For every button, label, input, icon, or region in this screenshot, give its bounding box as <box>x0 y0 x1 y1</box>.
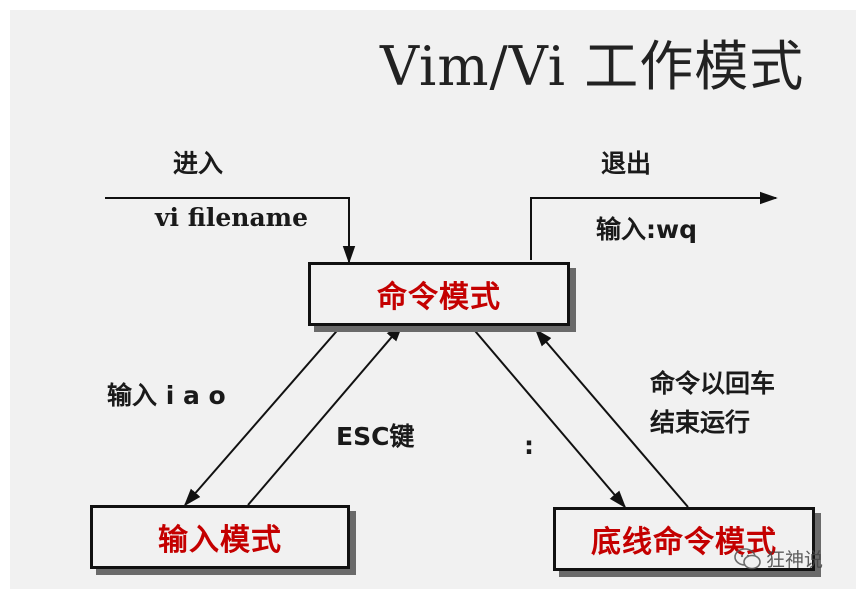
command-mode-box: 命令模式 <box>308 262 570 326</box>
colon-arrow <box>469 324 627 509</box>
return-arrow <box>534 328 689 508</box>
label-enter: 进入 <box>173 149 224 178</box>
wechat-icon <box>734 547 761 569</box>
label-exit: 退出 <box>601 149 652 178</box>
label-exit-command: 输入:wq <box>596 215 697 244</box>
esc-arrow <box>247 323 404 506</box>
watermark-text: 狂神说 <box>766 549 824 571</box>
to-insert-arrow <box>183 324 343 507</box>
lastline-mode-label: 底线命令模式 <box>591 525 777 560</box>
insert-mode-label: 输入模式 <box>158 523 282 558</box>
label-colon: : <box>524 431 534 460</box>
label-run-line2: 结束运行 <box>650 408 751 437</box>
label-esc: ESC键 <box>336 422 415 451</box>
exit-arrow <box>530 191 778 260</box>
watermark: 狂神说 <box>734 545 823 572</box>
lastline-mode-box: 底线命令模式 <box>553 507 815 571</box>
insert-mode-box: 输入模式 <box>90 505 350 569</box>
label-enter-command: vi filename <box>155 203 309 232</box>
label-to-insert: 输入 i a o <box>107 381 226 410</box>
command-mode-label: 命令模式 <box>377 280 501 315</box>
label-run-line1: 命令以回车 <box>650 369 776 398</box>
page-title: Vim/Vi 工作模式 <box>380 35 805 98</box>
enter-arrow <box>105 197 356 264</box>
